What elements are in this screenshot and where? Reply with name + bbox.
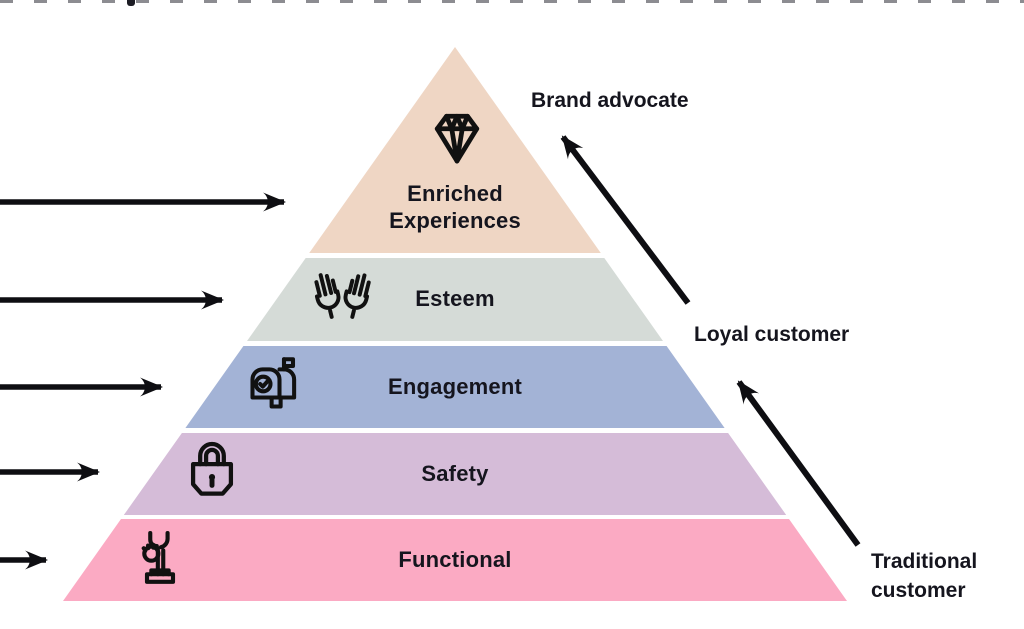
level-label-safety: Safety (421, 461, 489, 486)
cropped-text-top-artifact (0, 0, 1024, 3)
pyramid-level-engagement (185, 346, 725, 428)
level-label-functional: Functional (398, 547, 512, 572)
exercise-machine-icon (134, 528, 186, 588)
label-loyal-customer: Loyal customer (694, 323, 850, 346)
level-label-enriched-experiences: Enriched Experiences (389, 181, 521, 233)
pyramid-level-functional (63, 519, 847, 601)
level-label-esteem: Esteem (415, 286, 495, 311)
label-brand-advocate: Brand advocate (531, 89, 689, 112)
praise-hands-icon (311, 267, 373, 323)
label-traditional-customer: Traditional customer (871, 550, 978, 602)
cropped-text-descender-artifact (127, 0, 135, 6)
level-label-engagement: Engagement (387, 374, 523, 399)
mailbox-icon (245, 357, 305, 411)
padlock-icon (186, 439, 238, 501)
diamond-icon (425, 109, 489, 167)
pyramid-level-safety (123, 433, 787, 515)
